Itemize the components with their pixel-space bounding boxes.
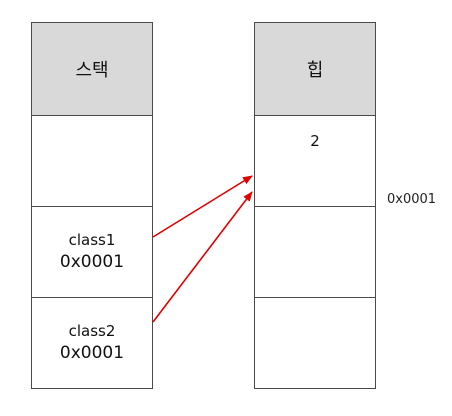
- heap-address-label: 0x0001: [387, 192, 437, 207]
- heap-cell-2: [255, 206, 375, 297]
- stack-cell-1: [32, 115, 152, 206]
- stack-cell-class2: class2 0x0001: [32, 297, 152, 388]
- heap-column: 힙 2: [254, 22, 376, 389]
- stack-cell-class2-addr: 0x0001: [59, 343, 125, 363]
- stack-cell-class1-var: class1: [68, 231, 116, 249]
- stack-cell-class1: class1 0x0001: [32, 206, 152, 297]
- stack-title: 스택: [75, 60, 109, 81]
- heap-cell-object-value: 2: [310, 132, 320, 150]
- stack-header: 스택: [32, 23, 152, 115]
- stack-cell-class2-var: class2: [68, 322, 116, 340]
- heap-cell-object: 2: [255, 115, 375, 206]
- arrow-class2-to-heap: [152, 191, 253, 323]
- stack-column: 스택 class1 0x0001 class2 0x0001: [31, 22, 153, 389]
- stack-cell-class1-addr: 0x0001: [59, 252, 125, 272]
- heap-header: 힙: [255, 23, 375, 115]
- heap-cell-3: [255, 297, 375, 388]
- heap-title: 힙: [306, 60, 324, 81]
- arrow-class1-to-heap: [152, 175, 253, 238]
